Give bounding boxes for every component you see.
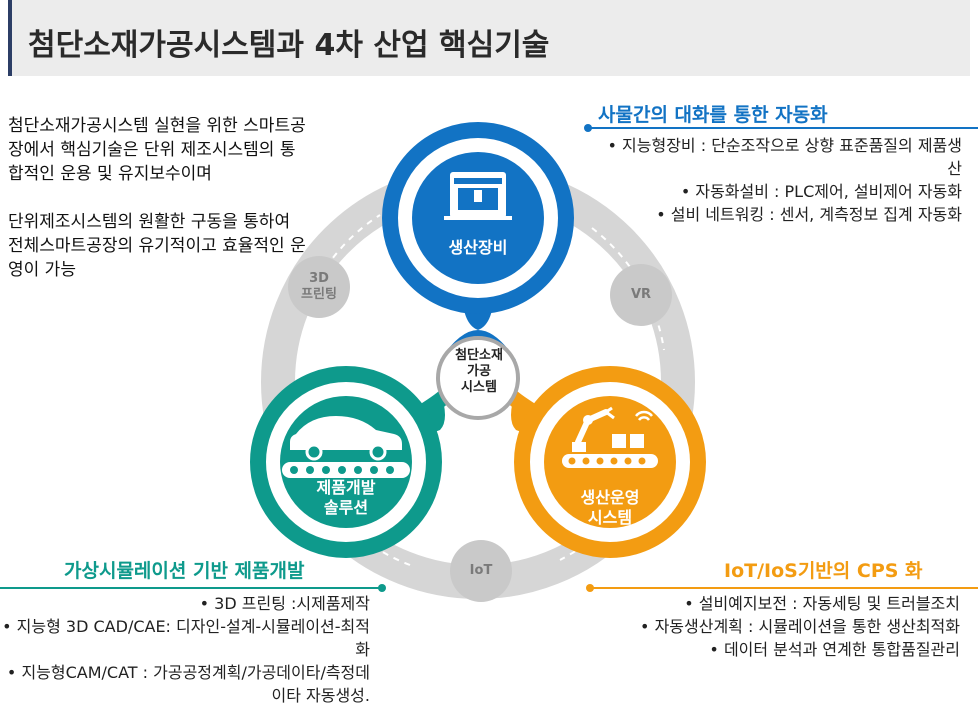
center-label-line1: 첨단소재: [455, 348, 503, 363]
intro-paragraph-1: 첨단소재가공시스템 실현을 위한 스마트공장에서 핵심기술은 단위 제조시스템의…: [8, 116, 306, 184]
center-circle: [436, 336, 520, 420]
top-right-heading: 사물간의 대화를 통한 자동화: [598, 104, 828, 126]
page-title: 첨단소재가공시스템과 4차 산업 핵심기술: [28, 28, 550, 63]
3d-printing-circle: 3D 프린팅: [288, 256, 350, 318]
robot-arm-icon: [562, 406, 658, 468]
top-node-label: 생산장비: [448, 238, 508, 257]
right-node-label: 생산운영 시스템: [560, 488, 660, 528]
left-node-label-line2: 솔루션: [323, 498, 369, 517]
list-item: 자동생산계획 : 시뮬레이션을 통한 생산최적화: [590, 615, 960, 638]
list-item: 설비 네트워킹 : 센서, 계측정보 집계 자동화: [600, 203, 962, 226]
3d-printing-line2: 프린팅: [301, 287, 337, 302]
list-item: 지능형장비 : 단순조작으로 상향 표준품질의 제품생산: [600, 134, 962, 180]
iot-circle: IoT: [450, 540, 512, 602]
bottom-left-heading: 가상시뮬레이션 기반 제품개발: [64, 560, 305, 582]
title-bar: 첨단소재가공시스템과 4차 산업 핵심기술: [8, 0, 970, 76]
right-node-label-line2: 시스템: [587, 508, 633, 527]
intro-text: 첨단소재가공시스템 실현을 위한 스마트공장에서 핵심기술은 단위 제조시스템의…: [8, 114, 308, 306]
center-label-line2: 가공: [467, 364, 491, 379]
vr-circle: VR: [610, 264, 672, 326]
machine-icon: [444, 172, 512, 220]
list-item: 설비예지보전 : 자동세팅 및 트러블조치: [590, 592, 960, 615]
left-node-label-line1: 제품개발: [316, 478, 376, 497]
list-item: 데이터 분석과 연계한 통합품질관리: [590, 638, 960, 661]
right-node-label-line1: 생산운영: [580, 488, 640, 507]
top-right-list: 지능형장비 : 단순조작으로 상향 표준품질의 제품생산 자동화설비 : PLC…: [600, 134, 962, 226]
left-node-label: 제품개발 솔루션: [296, 478, 396, 518]
center-label: 첨단소재 가공 시스템: [438, 348, 520, 396]
list-item: 자동화설비 : PLC제어, 설비제어 자동화: [600, 180, 962, 203]
3d-printing-line1: 3D: [309, 271, 329, 286]
list-item: 지능형CAM/CAT : 가공공정계획/가공데이타/측정데이타 자동생성.: [0, 661, 370, 707]
bottom-right-heading: IoT/IoS기반의 CPS 화: [724, 560, 923, 582]
bottom-left-dot: [378, 584, 386, 592]
center-label-line3: 시스템: [461, 380, 497, 395]
bottom-right-line: [590, 587, 978, 589]
bottom-left-line: [0, 587, 382, 589]
bottom-left-list: 3D 프린팅 :시제품제작 지능형 3D CAD/CAE: 디자인-설계-시뮬레…: [0, 592, 370, 707]
car-conveyor-icon: [282, 416, 410, 478]
list-item: 3D 프린팅 :시제품제작: [0, 592, 370, 615]
list-item: 지능형 3D CAD/CAE: 디자인-설계-시뮬레이션-최적화: [0, 615, 370, 661]
bottom-right-list: 설비예지보전 : 자동세팅 및 트러블조치 자동생산계획 : 시뮬레이션을 통한…: [590, 592, 960, 661]
intro-paragraph-2: 단위제조시스템의 원활한 구동을 통하여 전체스마트공장의 유기적이고 효율적인…: [8, 212, 306, 280]
top-right-line: [588, 127, 978, 129]
